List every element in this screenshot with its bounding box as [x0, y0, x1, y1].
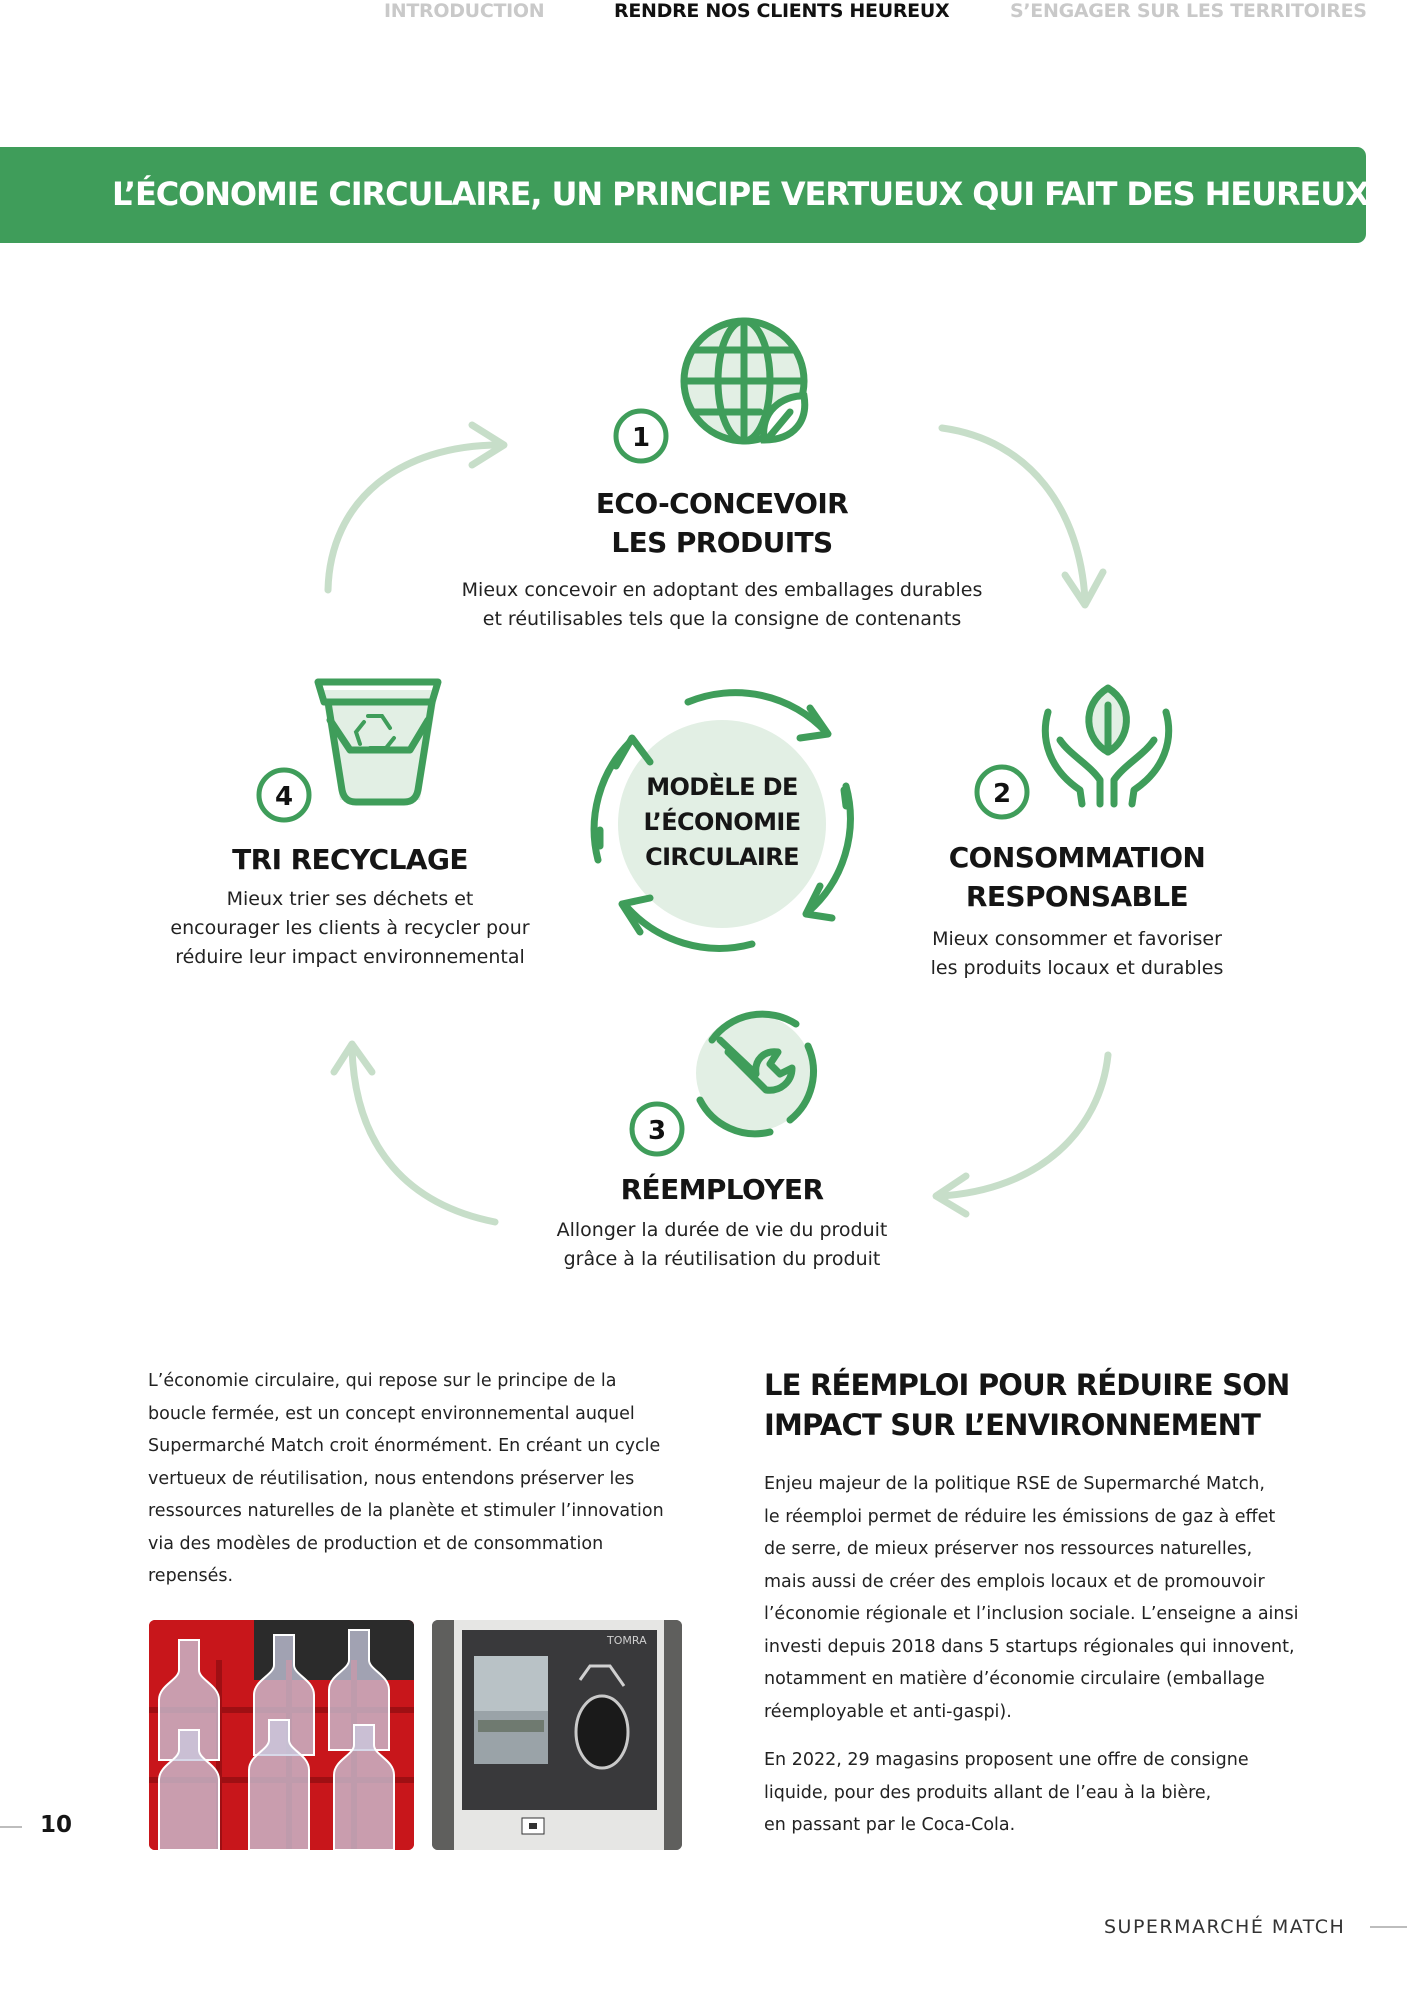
intro-line: vertueux de réutilisation, nous entendon…: [148, 1468, 635, 1489]
nav-introduction[interactable]: INTRODUCTION: [384, 0, 545, 22]
step-2-title-line: CONSOMMATION: [948, 841, 1206, 874]
step-3-badge: 3: [629, 1101, 685, 1157]
section-banner: L’ÉCONOMIE CIRCULAIRE, UN PRINCIPE VERTU…: [0, 147, 1370, 243]
step-3-description-line: grâce à la réutilisation du produit: [563, 1248, 881, 1270]
center-cycle: [590, 689, 854, 952]
footer-brand: SUPERMARCHÉ MATCH: [1104, 1916, 1346, 1938]
step-4-title: TRI RECYCLAGE: [200, 840, 500, 879]
center-label: MODÈLE DE L’ÉCONOMIE CIRCULAIRE: [610, 770, 834, 875]
reemploi-line: de serre, de mieux préserver nos ressour…: [764, 1539, 1253, 1559]
intro-line: Supermarché Match croit énormément. En c…: [148, 1436, 661, 1456]
step-3-description: Allonger la durée de vie du produit grâc…: [522, 1216, 922, 1274]
step-4-badge: 4: [256, 767, 312, 823]
step-4-description-line: réduire leur impact environnemental: [175, 946, 525, 968]
step-2-badge: 2: [974, 764, 1030, 820]
step-2-description: Mieux consommer et favoriser les produit…: [912, 925, 1242, 983]
reemploi-line: le réemploi permet de réduire les émissi…: [764, 1506, 1276, 1527]
outer-cycle-arrows: [324, 421, 1112, 1226]
step-1-description-line: et réutilisables tels que la consigne de…: [482, 608, 962, 630]
intro-line: ressources naturelles de la planète et s…: [148, 1501, 664, 1521]
reemploi-heading: LE RÉEMPLOI POUR RÉDUIRE SON IMPACT SUR …: [764, 1365, 1290, 1445]
reemploi-paragraph-1: Enjeu majeur de la politique RSE de Supe…: [764, 1468, 1304, 1728]
reemploi-line: investi depuis 2018 dans 5 startups régi…: [764, 1636, 1295, 1657]
step-3-description-line: Allonger la durée de vie du produit: [556, 1219, 888, 1241]
step-4-description: Mieux trier ses déchets et encourager le…: [160, 885, 540, 972]
center-label-line: MODÈLE DE: [646, 773, 798, 801]
intro-line: via des modèles de production et de cons…: [148, 1533, 604, 1554]
intro-line: L’économie circulaire, qui repose sur le…: [148, 1371, 617, 1391]
step-2-description-line: Mieux consommer et favoriser: [932, 928, 1222, 950]
svg-text:2: 2: [993, 779, 1011, 809]
center-label-line: CIRCULAIRE: [645, 843, 799, 871]
arrow-top-left: [324, 441, 504, 594]
center-label-line: L’ÉCONOMIE: [643, 808, 802, 836]
step-1-badge: 1: [613, 408, 669, 464]
step-4-description-line: Mieux trier ses déchets et: [226, 888, 474, 910]
circular-economy-diagram: 1 2 3: [256, 317, 1173, 1226]
globe-leaf-icon: [680, 317, 809, 445]
nav-sengager-sur-les-territoires[interactable]: S’ENGAGER SUR LES TERRITOIRES: [1010, 0, 1367, 22]
step-4-description-line: encourager les clients à recycler pour: [170, 917, 530, 939]
reemploi-paragraph-2: En 2022, 29 magasins proposent une offre…: [764, 1744, 1304, 1842]
reemploi-line: l’économie régionale et l’inclusion soci…: [764, 1604, 1299, 1624]
page-number-rule: [0, 1826, 22, 1828]
tomra-brand-label: TOMRA: [606, 1634, 647, 1647]
step-3-title: RÉEMPLOYER: [572, 1170, 872, 1209]
intro-line: boucle fermée, est un concept environnem…: [148, 1403, 635, 1424]
step-1-title: ECO-CONCEVOIR LES PRODUITS: [522, 484, 922, 562]
step-1-description: Mieux concevoir en adoptant des emballag…: [422, 576, 1022, 634]
svg-text:4: 4: [275, 782, 293, 812]
page-number: 10: [40, 1812, 73, 1838]
step-2-description-line: les produits locaux et durables: [930, 957, 1224, 979]
intro-paragraph: L’économie circulaire, qui repose sur le…: [148, 1365, 688, 1593]
step-4-title-line: TRI RECYCLAGE: [232, 843, 468, 876]
footer-rule: [1370, 1926, 1407, 1928]
bottles-crate-photo: [149, 1620, 414, 1850]
reemploi-line: en passant par le Coca-Cola.: [764, 1815, 1016, 1835]
reemploi-line: mais aussi de créer des emplois locaux e…: [764, 1571, 1265, 1592]
svg-text:3: 3: [648, 1116, 666, 1146]
svg-text:1: 1: [632, 423, 650, 453]
banner-title: L’ÉCONOMIE CIRCULAIRE, UN PRINCIPE VERTU…: [112, 175, 1370, 213]
arrow-bottom-right: [936, 1051, 1112, 1200]
step-3-title-line: RÉEMPLOYER: [620, 1173, 824, 1206]
reemploi-line: liquide, pour des produits allant de l’e…: [764, 1782, 1212, 1803]
reemploi-line: réemployable et anti-gaspi).: [764, 1701, 1012, 1722]
step-2-title: CONSOMMATION RESPONSABLE: [912, 838, 1242, 916]
step-2-title-line: RESPONSABLE: [965, 880, 1189, 913]
wrench-cycle-icon: [696, 1010, 817, 1138]
arrow-bottom-left: [348, 1044, 499, 1226]
reverse-vending-machine-photo: TOMRA: [432, 1620, 682, 1850]
step-1-title-line: LES PRODUITS: [611, 526, 833, 559]
reemploi-line: En 2022, 29 magasins proposent une offre…: [764, 1750, 1249, 1770]
reemploi-line: notamment en matière d’économie circulai…: [764, 1669, 1265, 1689]
step-1-title-line: ECO-CONCEVOIR: [595, 487, 849, 520]
nav-rendre-nos-clients-heureux[interactable]: RENDRE NOS CLIENTS HEUREUX: [614, 0, 950, 22]
intro-line: repensés.: [148, 1566, 234, 1586]
hands-leaf-icon: [1041, 684, 1173, 808]
reemploi-heading-line: LE RÉEMPLOI POUR RÉDUIRE SON: [764, 1368, 1290, 1402]
machine-illustration: TOMRA: [432, 1620, 682, 1850]
reemploi-line: Enjeu majeur de la politique RSE de Supe…: [764, 1474, 1265, 1494]
recycle-bin-icon: [314, 678, 442, 806]
step-1-description-line: Mieux concevoir en adoptant des emballag…: [461, 579, 983, 601]
bottles-illustration: [149, 1620, 414, 1850]
reemploi-heading-line: IMPACT SUR L’ENVIRONNEMENT: [764, 1408, 1261, 1442]
arrow-top-right: [938, 424, 1089, 604]
